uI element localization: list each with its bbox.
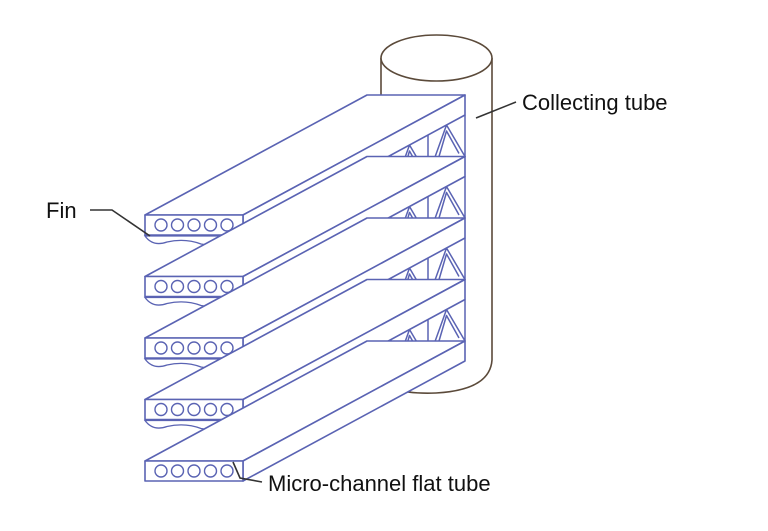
micro-channel <box>187 341 201 355</box>
fin-label: Fin <box>46 198 77 223</box>
micro-channel <box>203 402 218 417</box>
micro-channel <box>170 279 185 294</box>
micro-channel <box>203 218 218 232</box>
collecting-tube-label: Collecting tube <box>522 90 668 115</box>
flat-tube <box>144 340 466 482</box>
micro-channel <box>170 402 185 417</box>
fin-leader <box>90 209 151 237</box>
flat-tube-leader <box>232 461 263 483</box>
micro-channel <box>170 218 185 232</box>
micro-channel <box>154 341 168 355</box>
micro-channel <box>220 279 234 294</box>
micro-channel <box>220 402 234 417</box>
micro-channel <box>170 341 185 355</box>
flat-tubes-layer <box>144 94 466 482</box>
micro-channel <box>170 464 185 478</box>
leader-lines <box>90 101 517 483</box>
micro-channel <box>154 279 168 294</box>
micro-channel <box>154 464 168 478</box>
micro-channel <box>187 402 201 417</box>
micro-channel <box>203 279 218 294</box>
micro-channel <box>203 341 218 355</box>
micro-channel <box>203 464 218 478</box>
micro-channel <box>220 218 234 232</box>
flat-tube-label: Micro-channel flat tube <box>268 471 491 496</box>
micro-channel <box>187 279 201 294</box>
micro-channel <box>187 464 201 478</box>
micro-channel <box>187 218 201 232</box>
micro-channel <box>154 402 168 417</box>
micro-channel <box>220 464 234 478</box>
micro-channel <box>154 218 168 232</box>
micro-channel <box>220 341 234 355</box>
collecting-tube-leader <box>475 101 517 119</box>
